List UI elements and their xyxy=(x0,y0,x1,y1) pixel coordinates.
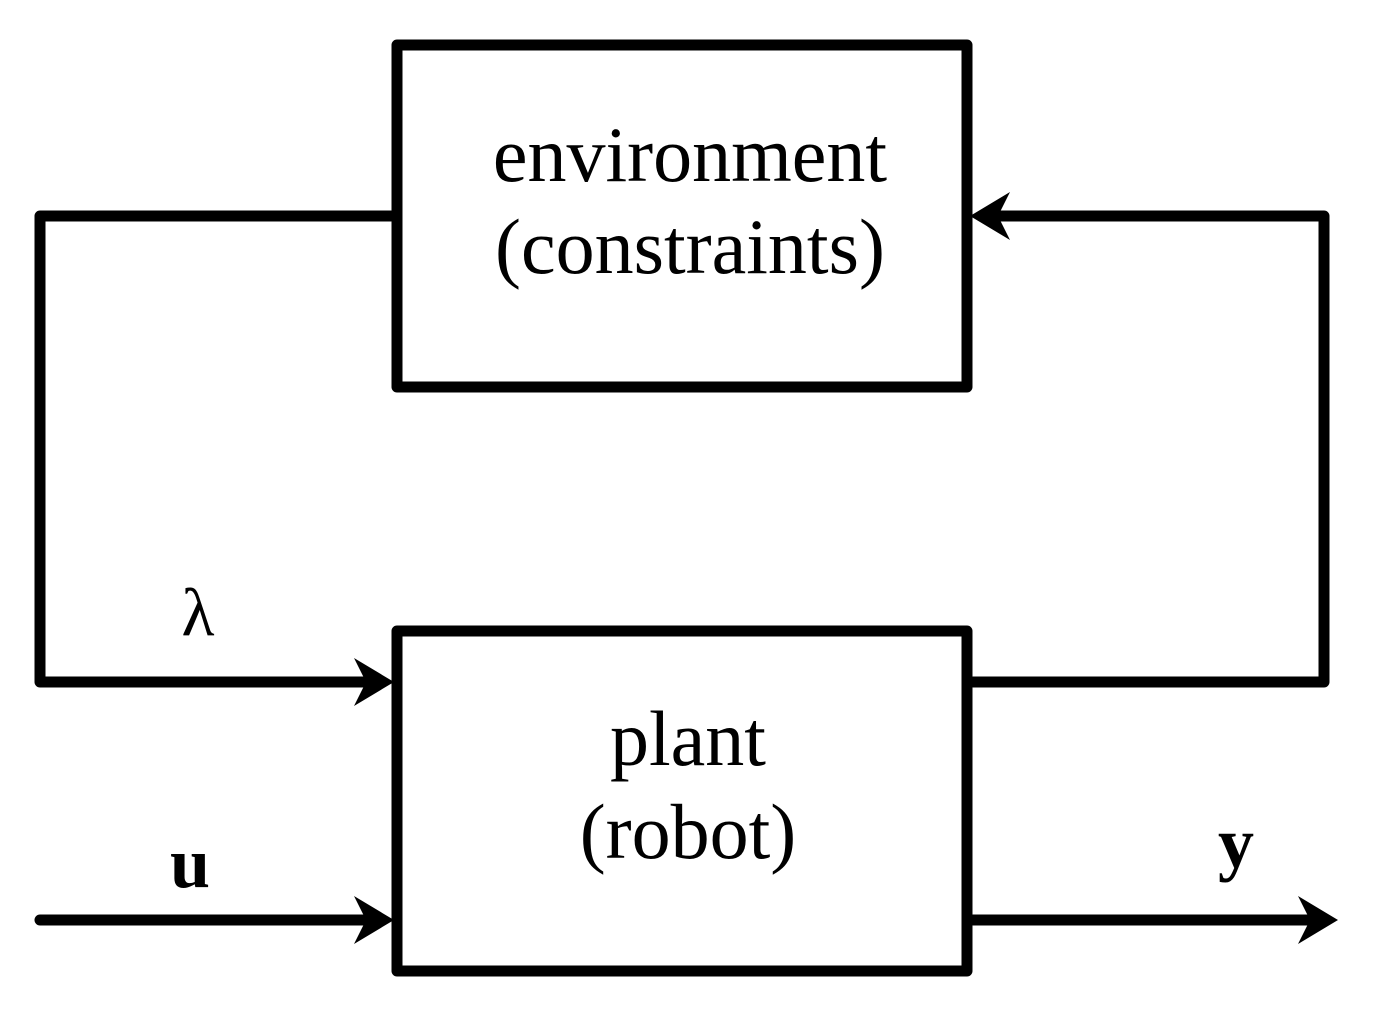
lambda-signal-path xyxy=(34,210,397,706)
lambda-wire xyxy=(34,210,397,688)
feedback-signal-path xyxy=(967,192,1330,688)
environment-block: environment (constraints) xyxy=(391,39,973,393)
environment-label: environment xyxy=(493,111,888,198)
plant-box xyxy=(391,625,973,977)
lambda-arrowhead xyxy=(354,658,394,706)
input-arrowhead xyxy=(354,896,394,944)
environment-box xyxy=(391,39,973,393)
environment-sublabel: (constraints) xyxy=(495,203,885,290)
plant-block: plant (robot) xyxy=(391,625,973,977)
output-label: y xyxy=(1218,803,1254,883)
plant-label: plant xyxy=(610,695,766,782)
feedback-arrowhead xyxy=(970,192,1010,240)
input-label: u xyxy=(170,823,210,903)
output-arrowhead xyxy=(1298,896,1338,944)
lambda-label: λ xyxy=(182,574,215,650)
output-signal-path xyxy=(967,896,1338,944)
plant-sublabel: (robot) xyxy=(580,788,797,875)
input-signal-path xyxy=(34,896,394,944)
feedback-wire xyxy=(967,210,1330,688)
